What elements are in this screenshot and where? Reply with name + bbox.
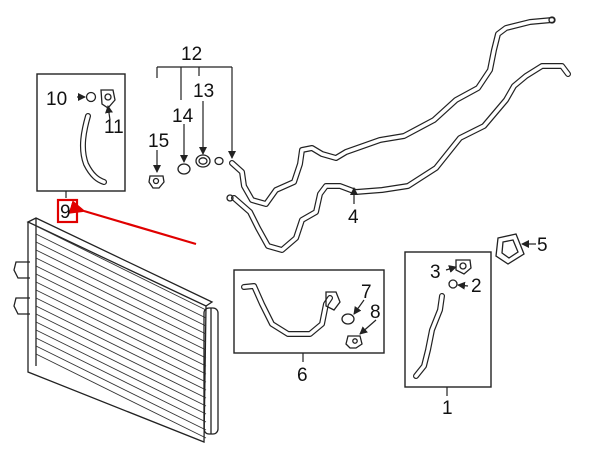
callout-2: 2 <box>471 276 482 297</box>
callout-6: 6 <box>297 365 308 386</box>
callout-13: 13 <box>193 81 214 102</box>
line-1 <box>404 251 492 396</box>
callout-8: 8 <box>370 302 381 323</box>
callout-1: 1 <box>442 398 453 419</box>
highlight-9 <box>56 198 197 246</box>
condenser <box>13 217 219 443</box>
callout-3: 3 <box>430 262 441 283</box>
callout-15: 15 <box>148 131 169 152</box>
callout-12: 12 <box>181 44 202 65</box>
callout-10: 10 <box>46 89 67 110</box>
highlight-arrow-9 <box>68 200 197 246</box>
callout-7: 7 <box>361 282 372 303</box>
seal-group-12 <box>148 66 236 189</box>
hose-6 <box>233 269 385 362</box>
callout-5: 5 <box>537 235 548 256</box>
gasket-5 <box>495 233 536 265</box>
callout-9: 9 <box>60 202 71 223</box>
ac-lines-4 <box>226 16 571 253</box>
group-box-6 <box>233 269 385 354</box>
hose-kit-9 <box>36 73 126 198</box>
callout-14: 14 <box>172 106 194 127</box>
callout-4: 4 <box>348 207 359 228</box>
group-box-9 <box>36 73 126 192</box>
callout-11: 11 <box>104 117 124 138</box>
group-box-1 <box>404 251 492 388</box>
